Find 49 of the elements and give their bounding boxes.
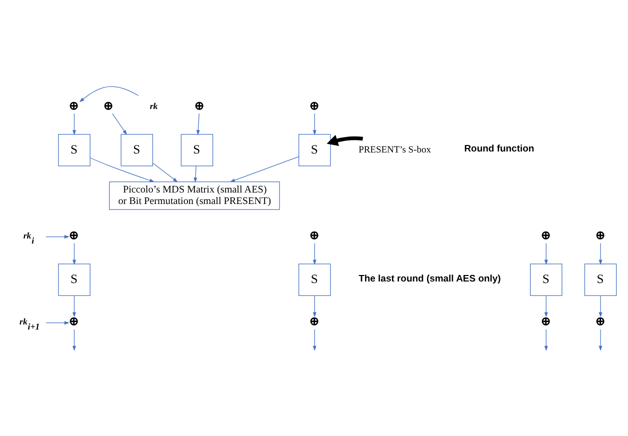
node-text: ⊕	[541, 315, 550, 328]
node-text: ⊕	[310, 229, 319, 242]
arrow	[230, 156, 299, 182]
node-box: S	[530, 263, 562, 296]
label: Round function	[464, 143, 534, 154]
node-text: ⊕	[69, 100, 78, 112]
arrow	[72, 112, 76, 135]
arrow	[90, 157, 155, 182]
node-box: S	[180, 134, 214, 166]
node-box: S	[58, 134, 90, 166]
arrow	[598, 328, 602, 350]
node-text: ⊕	[595, 229, 604, 242]
arrow	[72, 242, 76, 264]
node-box: S	[58, 263, 90, 296]
arrow	[544, 294, 548, 317]
arrow	[326, 134, 363, 146]
arrow	[196, 112, 200, 135]
node-box: S	[298, 134, 331, 166]
node-text: PRESENT’s S-box	[358, 144, 431, 155]
label: The last round (small AES only)	[358, 272, 501, 284]
arrow	[598, 294, 602, 317]
node-box: S	[584, 263, 617, 296]
arrow	[544, 242, 548, 264]
node-text: ⊕	[541, 229, 550, 242]
node-box: Piccolo’s MDS Matrix (small AES) or Bit Permutation (small PRESENT)	[109, 180, 280, 210]
node-box: S	[298, 263, 331, 296]
node-text: rk	[150, 100, 158, 110]
node-text: ⊕	[595, 315, 604, 328]
arrow	[598, 242, 602, 264]
node-text: ⊕	[103, 100, 112, 112]
arrow	[112, 112, 128, 134]
node-text: ⊕	[310, 100, 319, 112]
arrow	[46, 234, 70, 238]
arrow	[312, 112, 316, 135]
arrow	[194, 165, 198, 182]
arrow	[72, 328, 76, 350]
arrow	[312, 328, 316, 350]
node-text: ⊕	[310, 315, 319, 328]
arrow	[152, 162, 178, 182]
arrow	[79, 86, 139, 102]
arrow	[544, 328, 548, 350]
arrow	[46, 320, 70, 324]
node-text: ⊕	[69, 229, 78, 242]
node-text: ⊕	[194, 100, 204, 112]
arrow	[312, 242, 316, 264]
node-box: S	[120, 134, 154, 166]
arrow	[312, 294, 316, 317]
node-text: ⊕	[69, 315, 78, 328]
arrow	[72, 294, 76, 317]
